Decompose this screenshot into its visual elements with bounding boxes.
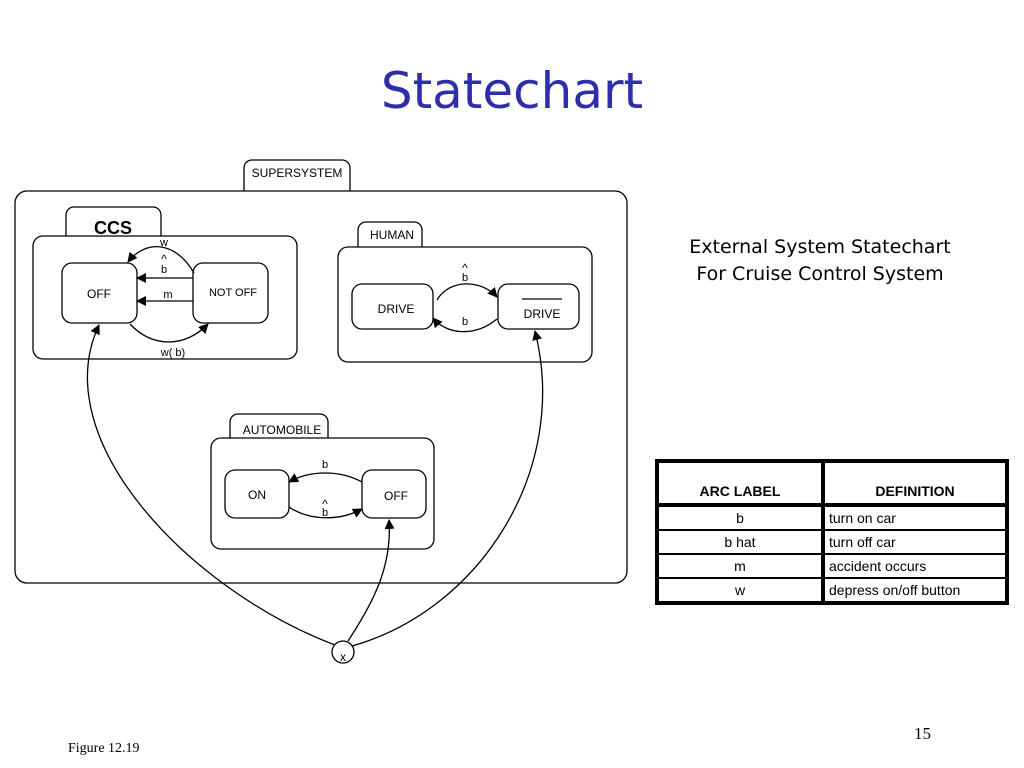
on-state xyxy=(224,469,290,519)
auto-off-state xyxy=(361,469,427,519)
arc-bhat-auto xyxy=(288,506,363,519)
ccs-not-off-state xyxy=(192,262,269,324)
arc-bhat-ccs-label: b xyxy=(161,264,167,276)
table-row: b turn on car xyxy=(658,506,1006,530)
table-header-row: ARC LABEL DEFINITION xyxy=(658,462,1006,506)
table-cell-label: m xyxy=(658,554,824,578)
ccs-off-state xyxy=(61,262,138,324)
arc-w-label: w xyxy=(159,237,168,249)
table-cell-definition: accident occurs xyxy=(824,554,1006,578)
ccs-label: CCS xyxy=(94,218,132,238)
arc-bhat-human xyxy=(436,283,498,301)
on-label: ON xyxy=(248,488,266,502)
hat-human: ^ xyxy=(462,261,468,275)
arc-b-auto xyxy=(288,472,363,483)
hat-ccs: ^ xyxy=(161,252,167,266)
arc-bhat-auto-label: b xyxy=(322,507,328,519)
arc-b-human xyxy=(432,317,498,333)
arc-m-label: m xyxy=(163,289,172,301)
page-number: 15 xyxy=(914,724,931,743)
arc-junction-ccs xyxy=(86,324,336,646)
arc-w xyxy=(127,246,195,274)
junction-node xyxy=(331,640,355,664)
arc-wb-label: w( b) xyxy=(160,347,185,359)
table-cell-definition: turn on car xyxy=(824,506,1006,530)
arc-bhat-human-label: b xyxy=(462,272,468,284)
automobile-label: AUTOMOBILE xyxy=(243,423,321,437)
human-box xyxy=(337,246,593,363)
arc-b-auto-label: b xyxy=(322,459,328,471)
caption-line-1: External System Statechart xyxy=(689,236,951,258)
human-label: HUMAN xyxy=(370,228,414,242)
arc-junction-human xyxy=(351,330,544,647)
drive-bar-state xyxy=(497,283,580,330)
slide-title: Statechart xyxy=(380,62,644,120)
caption-line-2: For Cruise Control System xyxy=(696,263,944,285)
hat-auto: ^ xyxy=(322,497,328,511)
table-cell-definition: depress on/off button xyxy=(824,578,1006,602)
table-row: w depress on/off button xyxy=(658,578,1006,602)
table-row: m accident occurs xyxy=(658,554,1006,578)
arc-wb xyxy=(129,323,209,343)
arc-junction-auto xyxy=(347,519,395,642)
drive-label: DRIVE xyxy=(378,302,415,316)
table-cell-label: b hat xyxy=(658,530,824,554)
automobile-box xyxy=(210,437,435,550)
drive-bar-label: DRIVE xyxy=(524,307,561,321)
drive-state xyxy=(351,283,434,330)
table-row: b hat turn off car xyxy=(658,530,1006,554)
table-cell-label: b xyxy=(658,506,824,530)
table-header-definition: DEFINITION xyxy=(824,462,1006,506)
ccs-not-off-label: NOT OFF xyxy=(209,287,257,299)
auto-off-label: OFF xyxy=(384,489,408,503)
table-cell-definition: turn off car xyxy=(824,530,1006,554)
table-cell-label: w xyxy=(658,578,824,602)
arc-label-table: ARC LABEL DEFINITION b turn on car b hat… xyxy=(655,459,1009,605)
junction-label: x xyxy=(340,650,346,664)
supersystem-label: SUPERSYSTEM xyxy=(252,166,343,180)
table-header-arc-label: ARC LABEL xyxy=(658,462,824,506)
figure-caption: Figure 12.19 xyxy=(68,741,140,756)
arc-b-human-label: b xyxy=(462,316,468,328)
ccs-off-label: OFF xyxy=(87,287,111,301)
